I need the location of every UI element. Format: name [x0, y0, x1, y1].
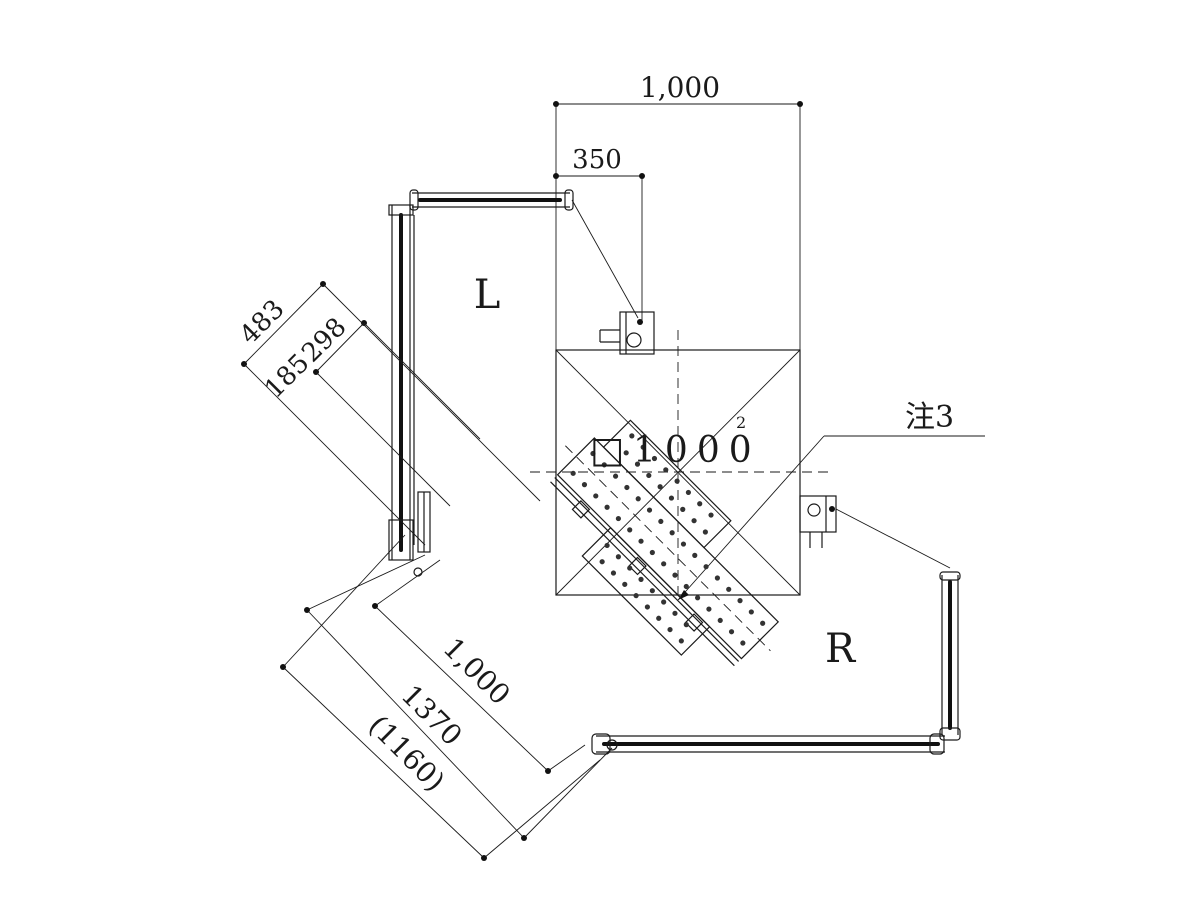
roller-hole — [601, 462, 607, 468]
roller-hole — [714, 575, 721, 581]
conveyor-roller-holes — [570, 433, 766, 646]
roller-hole — [691, 518, 697, 524]
roller-hole — [651, 455, 658, 462]
roller-hole — [669, 530, 675, 536]
roller-hole — [604, 504, 610, 510]
dimension-belt-width-label: 1,000 — [437, 631, 517, 711]
note-label: 注3 — [905, 400, 954, 435]
right-sensor-bracket — [799, 495, 951, 569]
roller-hole — [633, 593, 639, 599]
roller-hole — [593, 493, 599, 499]
dimension-top-width: 1,000 — [553, 71, 803, 350]
roller-hole — [629, 433, 635, 439]
roller-hole — [612, 473, 619, 479]
roller-hole — [638, 576, 644, 582]
roller-hole — [697, 501, 703, 507]
roller-hole — [680, 541, 687, 547]
dimension-top-offset: 350 — [553, 145, 645, 320]
roller-hole — [590, 450, 596, 457]
square-work-area — [530, 330, 830, 600]
square-size-superscript: 2 — [736, 413, 746, 432]
roller-hole — [740, 640, 746, 646]
roller-hole — [667, 626, 673, 633]
right-side-label: R — [825, 626, 857, 672]
roller-hole — [656, 615, 662, 621]
top-sensor-bracket — [571, 199, 655, 355]
roller-hole — [695, 595, 701, 601]
roller-hole — [760, 620, 766, 626]
roller-hole — [622, 581, 628, 587]
roller-hole — [581, 482, 588, 488]
dimension-top-offset-label: 350 — [572, 145, 622, 175]
roller-hole — [703, 564, 709, 570]
roller-hole — [646, 472, 652, 479]
roller-hole — [668, 495, 675, 501]
roller-hole — [646, 507, 653, 513]
roller-hole — [570, 470, 576, 476]
roller-hole — [683, 622, 689, 628]
roller-hole — [658, 518, 664, 525]
roller-hole — [674, 478, 680, 484]
roller-hole — [726, 586, 732, 592]
roller-hole — [661, 599, 667, 605]
roller-hole — [717, 617, 723, 624]
dimension-diagonal-upper: 483 185 298 — [234, 281, 541, 546]
roller-hole — [635, 496, 641, 502]
roller-hole — [615, 554, 622, 560]
roller-hole — [623, 450, 629, 456]
roller-hole — [624, 484, 630, 491]
square-size-label: □1000 — [590, 430, 761, 471]
roller-hole — [610, 570, 617, 576]
dimension-top-width-label: 1,000 — [640, 71, 720, 104]
roller-hole — [683, 583, 689, 590]
roller-hole — [627, 527, 633, 533]
roller-hole — [706, 606, 712, 612]
roller-hole — [615, 515, 622, 522]
roller-hole — [649, 588, 655, 594]
roller-hole — [634, 461, 641, 467]
roller-hole — [627, 565, 633, 571]
roller-hole — [640, 444, 646, 450]
roller-hole — [649, 549, 655, 556]
roller-hole — [728, 629, 735, 635]
roller-hole — [672, 572, 678, 578]
roller-hole — [708, 512, 714, 518]
roller-hole — [604, 542, 610, 549]
roller-hole — [680, 506, 686, 512]
roller-hole — [748, 609, 754, 615]
roller-hole — [644, 604, 650, 610]
roller-hole — [678, 638, 684, 644]
roller-hole — [638, 538, 644, 544]
left-side-label: L — [474, 272, 501, 318]
roller-hole — [599, 559, 605, 565]
roller-hole — [692, 552, 698, 558]
dimension-diagonal-total-label: 483 — [234, 294, 290, 350]
left-guide-rail — [388, 189, 574, 577]
roller-hole — [672, 610, 678, 616]
diagonal-conveyor — [550, 419, 780, 667]
note-leader: 注3 — [677, 400, 985, 601]
roller-hole — [661, 561, 667, 567]
right-guide-rail — [591, 571, 961, 755]
roller-hole — [685, 489, 692, 496]
dimension-diagonal-lower: 1,000 1370 (1160) — [280, 534, 613, 861]
roller-hole — [737, 598, 743, 604]
roller-hole — [663, 467, 669, 473]
roller-hole — [702, 529, 708, 535]
roller-hole — [657, 484, 663, 490]
